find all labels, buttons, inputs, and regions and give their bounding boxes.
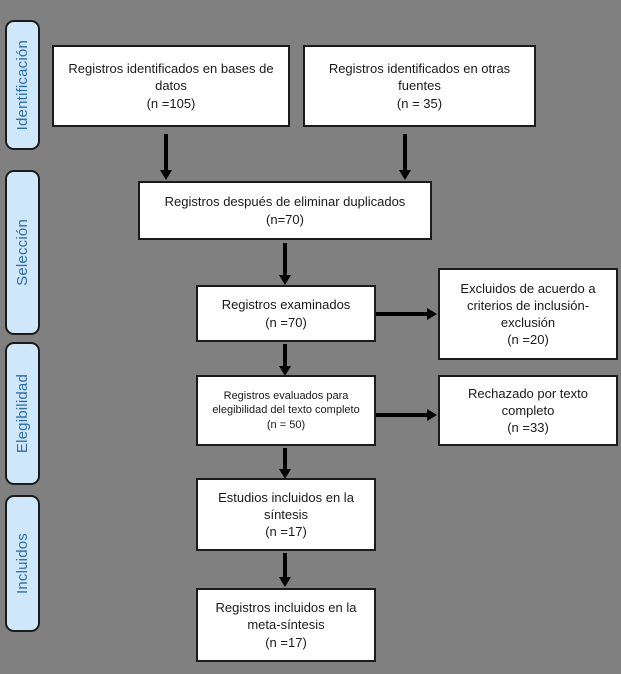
node-other-sources: Registros identificados en otras fuentes…	[303, 45, 536, 127]
node-full-text-assessed: Registros evaluados para elegibilidad de…	[196, 375, 376, 446]
stage-tab-seleccion: Selección	[5, 170, 40, 335]
node-full-text-assessed-line1: Registros evaluados para	[223, 390, 349, 403]
node-full-text-rejected-line2: completo	[501, 402, 555, 418]
node-full-text-rejected-count: (n =33)	[507, 420, 549, 436]
arrow-full-text-to-rejected	[376, 413, 428, 417]
node-excluded-criteria-line1: Excluidos de acuerdo a	[460, 280, 596, 296]
node-full-text-rejected-line1: Rechazado por texto	[468, 385, 588, 401]
arrow-screened-to-full-text	[283, 344, 287, 367]
node-full-text-assessed-count: (n = 50)	[266, 418, 306, 431]
stage-tab-elegibilidad-label: Elegibilidad	[14, 373, 31, 454]
node-included-synthesis-count: (n =17)	[265, 524, 307, 540]
node-screened-count: (n =70)	[265, 314, 307, 330]
node-screened: Registros examinados (n =70)	[196, 285, 376, 342]
node-duplicates-removed: Registros después de eliminar duplicados…	[138, 181, 432, 240]
node-included-meta-line2: meta-síntesis	[247, 617, 325, 633]
arrow-full-text-to-included-synthesis	[283, 448, 287, 470]
node-screened-line1: Registros examinados	[221, 297, 351, 313]
stage-tab-seleccion-label: Selección	[14, 219, 31, 286]
arrow-databases-to-duplicates	[164, 134, 168, 171]
node-included-meta-line1: Registros incluidos en la	[215, 600, 357, 616]
arrow-duplicates-to-screened	[283, 243, 287, 276]
node-excluded-criteria: Excluidos de acuerdo a criterios de incl…	[438, 268, 618, 360]
node-other-sources-line2: fuentes	[398, 78, 441, 94]
node-excluded-criteria-line3: exclusión	[500, 315, 556, 330]
stage-tab-incluidos: Incluidos	[5, 495, 40, 632]
node-full-text-assessed-line2: elegibilidad del texto completo	[212, 404, 360, 417]
node-included-synthesis-line2: síntesis	[263, 506, 309, 522]
stage-tab-identificacion: Identificación	[5, 20, 40, 150]
node-other-sources-count: (n = 35)	[396, 95, 443, 111]
node-databases-line1: Registros identificados en bases de	[68, 61, 274, 77]
node-included-meta: Registros incluidos en la meta-síntesis …	[196, 588, 376, 662]
node-included-synthesis-line1: Estudios incluidos en la	[218, 489, 354, 505]
node-other-sources-line1: Registros identificados en otras	[328, 61, 511, 77]
node-included-synthesis: Estudios incluidos en la síntesis (n =17…	[196, 478, 376, 551]
stage-tab-elegibilidad: Elegibilidad	[5, 342, 40, 485]
stage-tab-incluidos-label: Incluidos	[14, 532, 31, 594]
node-included-meta-count: (n =17)	[265, 634, 307, 650]
stage-tab-identificacion-label: Identificación	[14, 39, 31, 131]
node-databases: Registros identificados en bases de dato…	[52, 45, 290, 127]
node-duplicates-removed-count: (n=70)	[266, 211, 304, 227]
node-databases-line2: datos	[155, 78, 187, 94]
node-databases-count: (n =105)	[146, 95, 196, 111]
node-duplicates-removed-line1: Registros después de eliminar duplicados	[164, 194, 406, 210]
arrow-included-synthesis-to-meta	[283, 553, 287, 578]
node-excluded-criteria-count: (n =20)	[507, 332, 549, 348]
node-excluded-criteria-line2: criterios de inclusión-	[466, 297, 590, 313]
arrow-screened-to-excluded	[376, 312, 428, 316]
node-full-text-rejected: Rechazado por texto completo (n =33)	[438, 375, 618, 446]
arrow-other-sources-to-duplicates	[403, 134, 407, 171]
